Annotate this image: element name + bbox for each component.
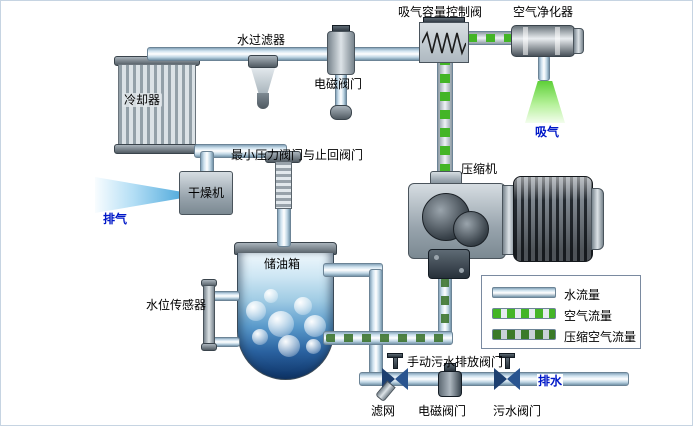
- water-level-sensor-label: 水位传感器: [146, 298, 207, 312]
- bubble: [264, 289, 278, 303]
- water-filter: [248, 55, 278, 111]
- min-pressure-check-valve: [265, 151, 301, 211]
- solenoid-bottom-body: [438, 371, 462, 397]
- dryer-label: 干燥机: [187, 186, 224, 200]
- legend: 水流量 空气流量 压缩空气流量: [481, 275, 641, 349]
- pipe-intake-vertical: [437, 53, 453, 183]
- exhaust-spray: [95, 177, 179, 213]
- solenoid-valve-top-body: [327, 31, 355, 75]
- bubble: [252, 329, 268, 345]
- compressed-air-pipe-sample: [492, 329, 556, 340]
- pipe-purifier-nozzle: [538, 55, 550, 81]
- intake-capacity-control-valve: [419, 17, 469, 63]
- bolt-icon: [434, 255, 439, 260]
- pipe-purifier-link: [465, 31, 515, 45]
- bubble: [304, 315, 326, 337]
- legend-water-label: 水流量: [564, 288, 601, 302]
- drain-label: 排水: [537, 374, 564, 388]
- manual-drain-valve-label: 手动污水排放阀门: [407, 355, 504, 369]
- air-purifier: [511, 23, 585, 57]
- water-filter-collar: [248, 55, 278, 68]
- sewage-valve: [493, 353, 523, 391]
- solenoid-valve-bottom-label: 电磁阀门: [418, 404, 467, 418]
- compressor-label: 压缩机: [461, 162, 498, 176]
- air-purifier-end-cap: [573, 28, 584, 54]
- valve-bowtie: [395, 368, 408, 390]
- valve-bowtie: [507, 368, 520, 390]
- motor-end-cap: [591, 188, 604, 250]
- oil-tank: [234, 242, 337, 382]
- solenoid-valve-top-label: 电磁阀门: [314, 77, 363, 91]
- compressor: [406, 169, 606, 281]
- air-flow-pipe-sample: [492, 308, 556, 319]
- bolt-icon: [459, 268, 464, 273]
- pipe-compressed-air-horizontal: [323, 331, 453, 345]
- cooler-bottom-cap: [114, 144, 200, 154]
- intake-label: 吸气: [535, 125, 560, 139]
- water-flow-pipe-sample: [492, 287, 556, 298]
- bubble: [278, 335, 300, 357]
- intake-capacity-valve-label: 吸气容量控制阀: [398, 5, 483, 19]
- legend-air-label: 空气流量: [564, 309, 613, 323]
- spring-icon: [422, 30, 466, 56]
- solenoid-valve-bottom: [438, 363, 462, 397]
- exhaust-label: 排气: [103, 212, 128, 226]
- oil-tank-label: 储油箱: [264, 257, 301, 271]
- bubble: [306, 339, 321, 354]
- intake-glow: [525, 81, 565, 123]
- oil-tank-body: [237, 253, 334, 380]
- compressor-rotor: [453, 211, 489, 247]
- min-valve-stem: [275, 161, 292, 209]
- dryer: 干燥机: [179, 171, 233, 215]
- min-pressure-valve-label: 最小压力阀门与止回阀门: [231, 148, 364, 162]
- solenoid-valve-top: [327, 25, 355, 75]
- water-filter-funnel: [251, 68, 275, 94]
- bubble: [294, 297, 312, 315]
- legend-row-compressed-air: 压缩空气流量: [482, 327, 640, 344]
- legend-row-water: 水流量: [482, 285, 640, 302]
- valve-bowtie: [494, 368, 507, 390]
- water-filter-label: 水过滤器: [237, 33, 286, 47]
- bubble: [268, 311, 294, 337]
- sensor-tube: [203, 285, 215, 345]
- bubble: [246, 301, 266, 321]
- air-purifier-ring: [523, 27, 528, 55]
- legend-compressed-air-label: 压缩空气流量: [564, 330, 637, 344]
- cooler-label: 冷却器: [122, 93, 163, 107]
- sensor-cap-bottom: [201, 343, 217, 351]
- sewage-valve-label: 污水阀门: [493, 404, 542, 418]
- pipe-valve-to-tank: [277, 205, 291, 247]
- air-purifier-label: 空气净化器: [513, 5, 574, 19]
- solenoid-stub-cap: [330, 105, 352, 120]
- water-level-sensor: [201, 279, 217, 351]
- air-purifier-body: [511, 25, 575, 57]
- motor-body: [513, 176, 593, 262]
- air-purifier-ring: [555, 27, 560, 55]
- pipe-cooler-to-intake: [147, 47, 449, 61]
- strainer-label: 滤网: [371, 404, 396, 418]
- water-filter-tip: [257, 93, 269, 109]
- compressor-gearbox: [428, 249, 470, 279]
- legend-row-air: 空气流量: [482, 306, 640, 323]
